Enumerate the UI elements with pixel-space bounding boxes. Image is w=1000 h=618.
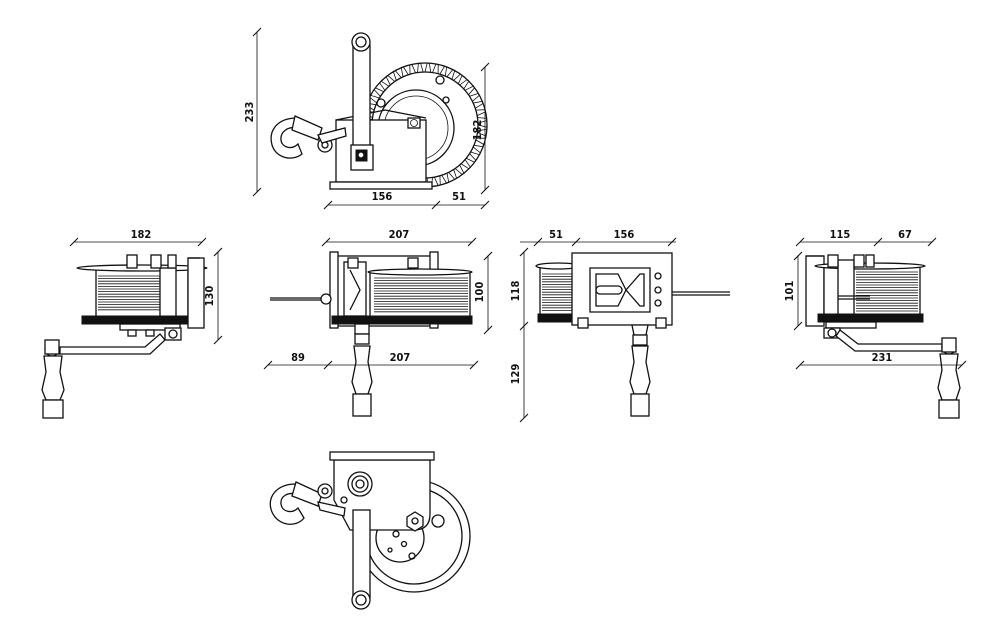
dim-207-top: 207: [389, 228, 410, 241]
dim-101: 101: [783, 281, 796, 302]
side-view-top: 233 182 156 51: [243, 27, 490, 210]
dim-89: 89: [291, 351, 305, 364]
dim-156-rear: 156: [614, 228, 635, 241]
dim-156-top: 156: [372, 190, 393, 203]
dim-182-left: 182: [131, 228, 152, 241]
dim-115: 115: [830, 228, 851, 241]
front-view: 207 100 89 207: [263, 228, 493, 417]
side-view-bottom: [269, 451, 471, 610]
dim-207-bottom: 207: [390, 351, 411, 364]
dim-130: 130: [203, 286, 216, 307]
rear-view: 51 156 118 129: [509, 228, 730, 423]
hook: [270, 115, 347, 159]
dim-231: 231: [872, 351, 893, 364]
dim-233: 233: [243, 102, 256, 123]
dim-100: 100: [473, 282, 486, 303]
dim-118: 118: [509, 281, 522, 302]
dim-67: 67: [898, 228, 912, 241]
dim-51-top: 51: [452, 190, 466, 203]
dimensions-top: 233 182 156 51: [243, 27, 490, 210]
crank-arm: [350, 32, 374, 171]
frame-body: [329, 109, 433, 190]
dim-182-side: 182: [471, 120, 484, 141]
right-view: 115 67 101 231: [783, 228, 967, 419]
left-view: 182 130: [41, 228, 223, 419]
dim-51-rear: 51: [549, 228, 563, 241]
dim-129: 129: [509, 364, 522, 385]
